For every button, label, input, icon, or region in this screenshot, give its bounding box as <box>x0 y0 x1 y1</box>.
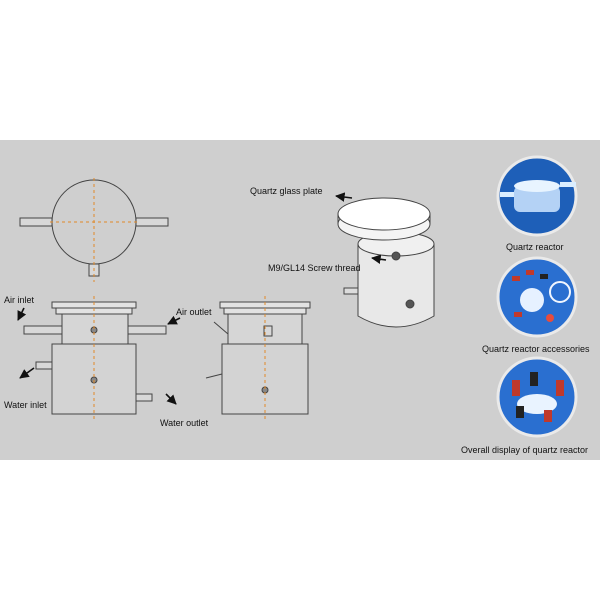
perspective-view <box>337 197 435 328</box>
label-air-outlet: Air outlet <box>176 307 212 317</box>
caption-reactor-accessories: Quartz reactor accessories <box>482 344 590 354</box>
side-view <box>205 296 311 420</box>
front-view <box>23 296 167 420</box>
callout-arrows <box>17 192 387 405</box>
photo-quartz-reactor <box>496 155 578 237</box>
photo-reactor-accessories <box>496 256 578 338</box>
label-quartz-plate: Quartz glass plate <box>250 186 323 196</box>
label-water-inlet: Water inlet <box>4 400 47 410</box>
photo-reactor-display <box>496 356 578 438</box>
top-view <box>19 178 169 282</box>
caption-quartz-reactor: Quartz reactor <box>506 242 564 252</box>
label-air-inlet: Air inlet <box>4 295 35 305</box>
label-water-outlet: Water outlet <box>160 418 209 428</box>
label-screw-thread: M9/GL14 Screw thread <box>268 263 361 273</box>
caption-reactor-display: Overall display of quartz reactor <box>461 445 589 455</box>
